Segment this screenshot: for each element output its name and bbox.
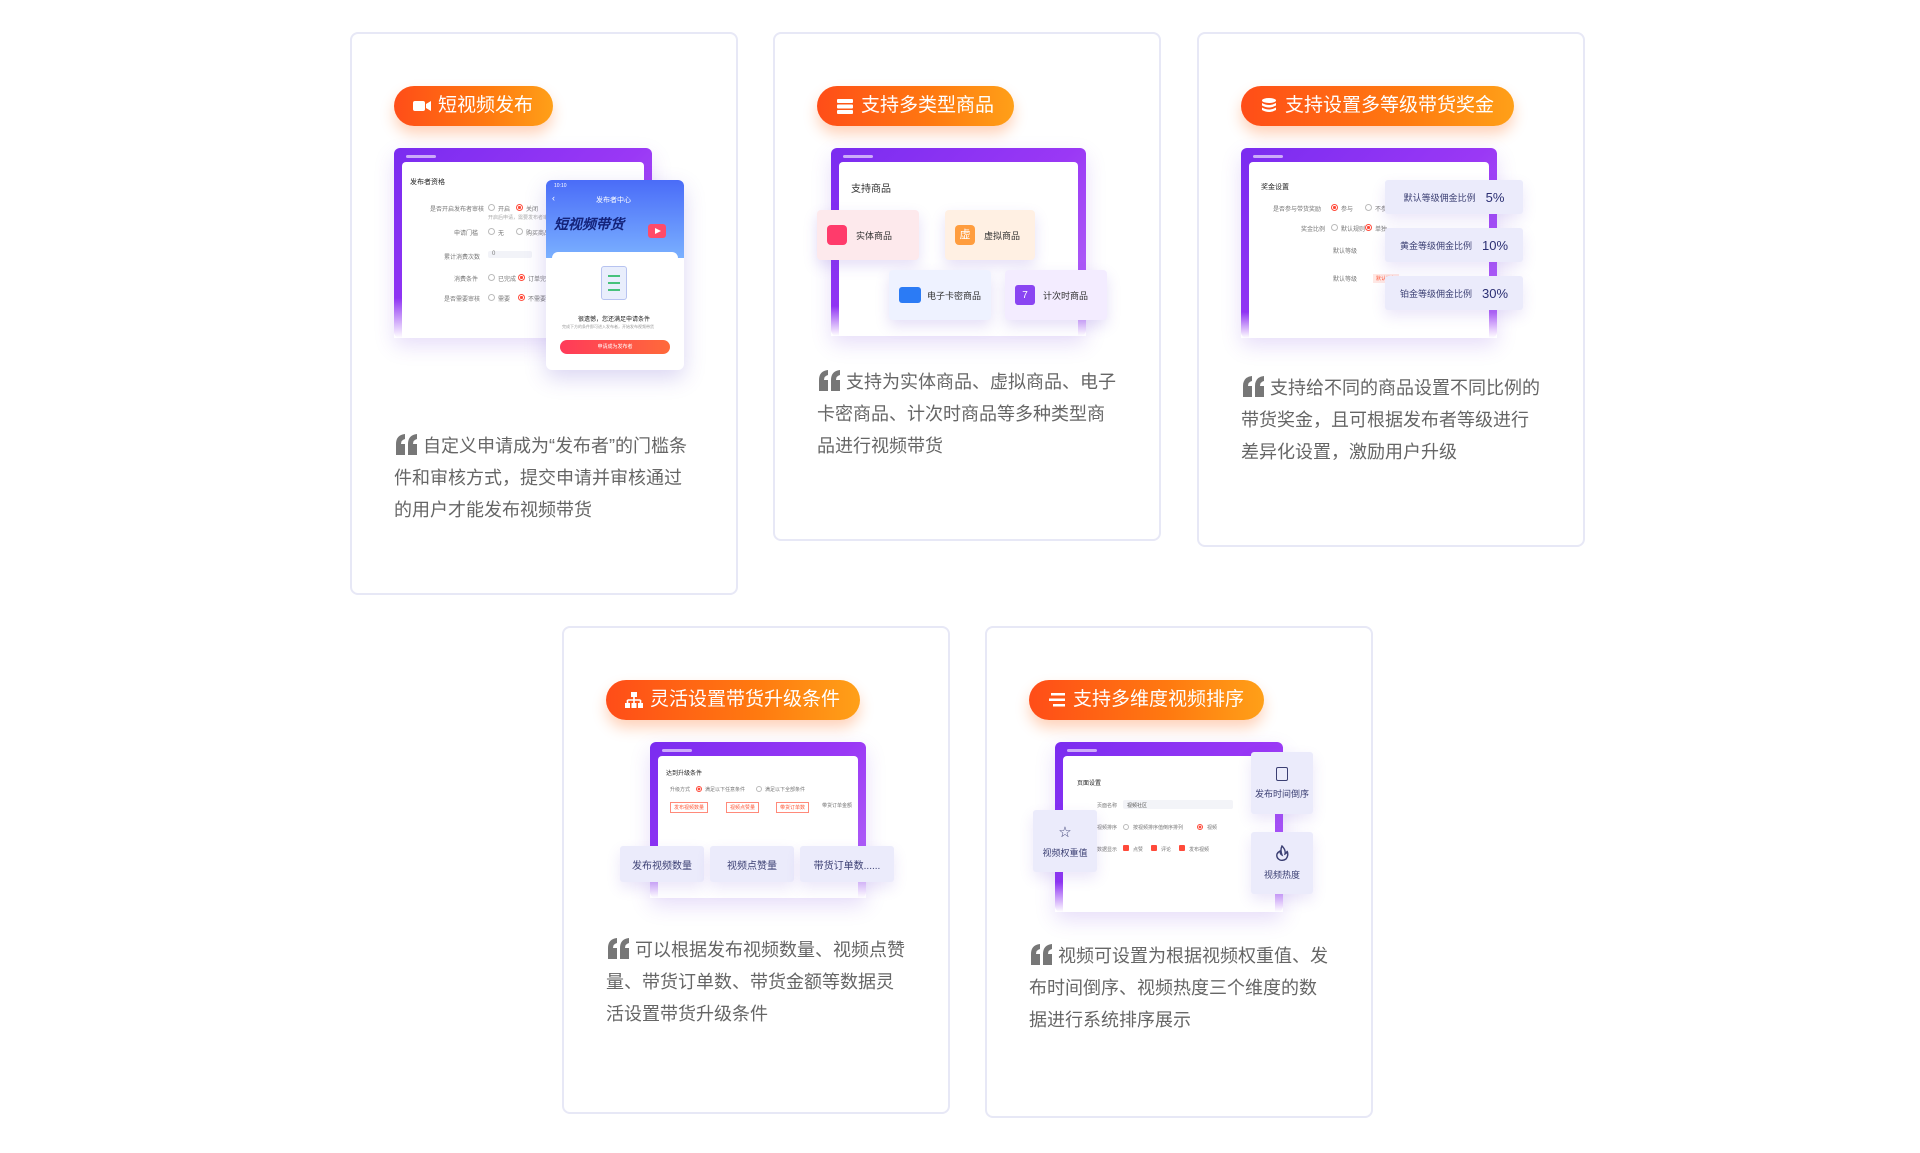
admin-mockup: 奖金设置 是否参与带货奖励 参与 不参与 奖金比例 默认规则 单独 默认等级 默… [1241,148,1541,378]
feature-title-pill: 短视频发布 [394,86,554,126]
feature-title-pill: 支持多维度视频排序 [1029,680,1265,720]
clipboard-icon [601,266,627,300]
level-rate-platinum: 铂金等级佣金比例 30% [1385,276,1523,310]
quote-icon [606,937,632,959]
product-chip-timed: 7 计次时商品 [1005,270,1107,320]
feature-description: 支持为实体商品、虚拟商品、电子卡密商品、计次时商品等多种类型商品进行视频带货 [817,366,1117,462]
feature-card-short-video: 短视频发布 发布者资格 是否开启发布者审核 开启 关闭 开启后申请，需要发布者审… [350,32,738,595]
play-icon [648,224,666,238]
feature-description: 视频可设置为根据视频权重值、发布时间倒序、视频热度三个维度的数据进行系统排序展示 [1029,940,1329,1036]
condition-chip: 发布视频数量 [620,846,704,882]
feature-title: 支持多维度视频排序 [1073,689,1245,710]
feature-description: 支持给不同的商品设置不同比例的带货奖金，且可根据发布者等级进行差异化设置，激励用… [1241,372,1541,468]
feature-title-pill: 灵活设置带货升级条件 [606,680,861,720]
admin-mockup: 达到升级条件 升级方式 满足以下任意条件 满足以下全部条件 发布视频数量 视频点… [606,742,906,912]
section-title: 发布者资格 [410,179,445,186]
phone-mockup: 10:10 发布者中心 ‹ 短视频带货 很遗憾，您还满足申请条件 完成下方的条件… [546,180,684,370]
sort-chip-time: 发布时间倒序 [1251,752,1313,814]
flame-icon [1275,844,1289,864]
feature-description: 自定义申请成为“发布者”的门槛条件和审核方式，提交申请并审核通过的用户才能发布视… [394,430,694,526]
feature-title: 短视频发布 [438,95,534,116]
feature-title: 支持设置多等级带货奖金 [1285,95,1495,116]
feature-card-video-sorting: 支持多维度视频排序 页面设置 页面名称 视频社区 视频排序 按视频排序值倒序排列… [985,626,1373,1118]
level-rate-default: 默认等级佣金比例 5% [1385,180,1523,214]
star-icon: ☆ [1058,823,1072,841]
section-title: 奖金设置 [1261,184,1289,191]
product-chip-physical: 实体商品 [817,210,919,260]
coin-stack-icon [1259,96,1279,116]
section-title: 页面设置 [1077,781,1102,787]
list-stack-icon [835,96,855,116]
feature-card-upgrade-conditions: 灵活设置带货升级条件 达到升级条件 升级方式 满足以下任意条件 满足以下全部条件… [562,626,950,1114]
virtual-glyph-icon: 虚 [955,225,975,245]
sort-chip-hot: 视频热度 [1251,832,1313,894]
admin-mockup: 发布者资格 是否开启发布者审核 开启 关闭 开启后申请，需要发布者审核通过 申请… [394,148,694,388]
card-icon [899,287,921,303]
feature-title-pill: 支持设置多等级带货奖金 [1241,86,1515,126]
feature-description: 可以根据发布视频数量、视频点赞量、带货订单数、带货金额等数据灵活设置带货升级条件 [606,934,906,1030]
quote-icon [394,433,420,455]
feature-title: 支持多类型商品 [861,95,995,116]
feature-title-pill: 支持多类型商品 [817,86,1015,126]
quote-icon [817,369,843,391]
calendar-icon: 7 [1015,285,1035,305]
back-icon[interactable]: ‹ [552,193,555,203]
feature-card-product-types: 支持多类型商品 支持商品 实体商品 虚 虚拟商品 电子卡密商品 7 计次时商品 … [773,32,1161,541]
product-chip-card-code: 电子卡密商品 [889,270,991,320]
apply-publisher-button[interactable]: 申请成为发布者 [560,340,670,354]
admin-mockup: 页面设置 页面名称 视频社区 视频排序 按视频排序值倒序排列 视频 数据显示 点… [1029,742,1329,922]
bookmark-icon [1276,766,1288,781]
feature-card-bonus-levels: 支持设置多等级带货奖金 奖金设置 是否参与带货奖励 参与 不参与 奖金比例 默认… [1197,32,1585,547]
level-rate-gold: 黄金等级佣金比例 10% [1385,228,1523,262]
quote-icon [1029,943,1055,965]
quote-icon [1241,375,1267,397]
admin-mockup: 支持商品 实体商品 虚 虚拟商品 电子卡密商品 7 计次时商品 [817,148,1117,378]
sort-lines-icon [1047,690,1067,710]
shopping-bag-icon [827,225,847,245]
sort-chip-weight: ☆ 视频权重值 [1033,810,1097,872]
product-chip-virtual: 虚 虚拟商品 [945,210,1035,260]
org-chart-icon [624,690,644,710]
condition-chip: 带货订单数...... [800,846,894,882]
condition-chip: 视频点赞量 [710,846,794,882]
video-camera-icon [412,96,432,116]
section-title: 支持商品 [851,184,891,195]
section-title: 达到升级条件 [666,771,703,777]
feature-title: 灵活设置带货升级条件 [650,689,841,710]
